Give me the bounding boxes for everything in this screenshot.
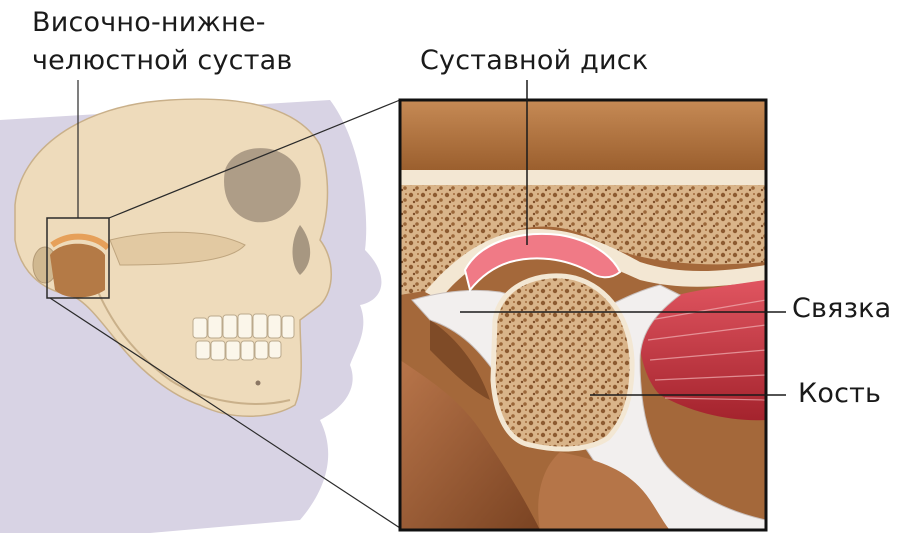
joint-detail-inset — [400, 100, 766, 530]
ligament-label: Связка — [792, 292, 891, 326]
condyle — [493, 276, 632, 449]
joint-label-line2: челюстной сустав — [32, 44, 292, 78]
joint-label-line1: Височно-нижне- — [32, 6, 266, 40]
bone-label: Кость — [798, 377, 881, 411]
disc-label: Суставной диск — [420, 44, 648, 78]
